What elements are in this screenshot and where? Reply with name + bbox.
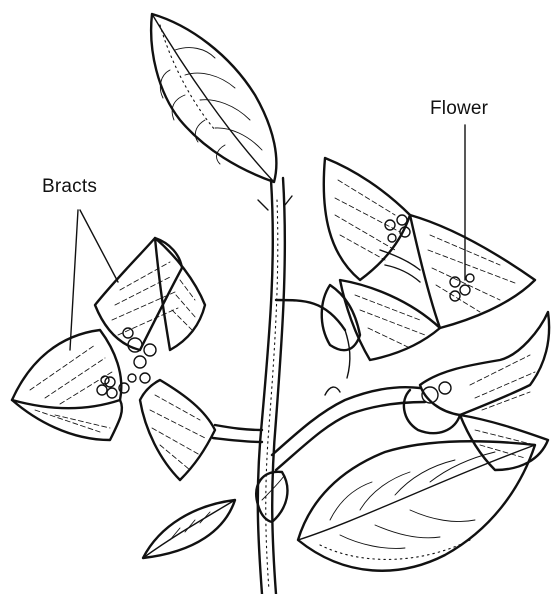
top-leaf — [151, 14, 276, 182]
bottom-right-leaf — [298, 441, 535, 570]
upper-right-branch — [276, 300, 350, 378]
lower-right-branch — [272, 387, 425, 470]
bracts-label: Bracts — [42, 176, 97, 198]
right-bract-cluster — [322, 158, 535, 360]
flower-label: Flower — [430, 98, 488, 120]
main-stem — [258, 178, 292, 594]
lower-right-bract-bud — [404, 312, 549, 470]
left-branch — [213, 425, 262, 442]
bracts-pointer-lines — [70, 210, 118, 350]
small-leaf-left — [143, 500, 235, 558]
